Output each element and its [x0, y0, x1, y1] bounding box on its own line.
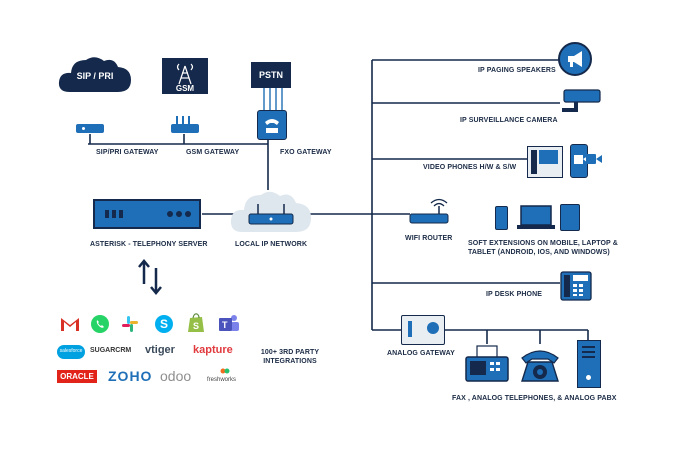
paging-speakers-label: IP PAGING SPEAKERS [478, 67, 556, 74]
salesforce-logo: salesforce [57, 345, 85, 359]
pstn-label: PSTN [258, 70, 283, 80]
sugarcrm-logo: SUGARCRM [90, 347, 132, 354]
laptop-icon [516, 204, 556, 232]
skype-icon: S [155, 315, 173, 333]
sip-pri-gateway-device [76, 124, 104, 133]
asterisk-server-label: ASTERISK - TELEPHONY SERVER [90, 241, 208, 248]
cloud-icon [58, 57, 131, 92]
gsm-provider: GSM [162, 58, 208, 94]
network-router-icon [248, 204, 294, 225]
sip-pri-label: SIP / PRI [76, 71, 114, 81]
soft-extensions-label: SOFT EXTENSIONS ON MOBILE, LAPTOP & TABL… [468, 239, 618, 257]
fxo-gateway-device [257, 110, 287, 140]
freshworks-icon [220, 368, 230, 374]
gsm-gateway-device [171, 116, 199, 133]
kapture-logo: kapture [193, 344, 233, 356]
oracle-logo: ORACLE [57, 370, 97, 383]
video-phone-icon [527, 146, 563, 178]
cell-tower-icon [176, 63, 194, 85]
oracle-text: ORACLE [60, 372, 94, 381]
integrations-line2: INTEGRATIONS [263, 358, 317, 365]
gsm-label: GSM [175, 84, 195, 93]
sip-pri-gateway-label: SIP/PRI GATEWAY [96, 149, 159, 156]
camera-icon-small [585, 152, 603, 166]
tablet-icon [560, 204, 580, 231]
svg-text:S: S [193, 321, 199, 331]
surveillance-camera-icon [558, 88, 604, 116]
soft-extensions-line1: SOFT EXTENSIONS ON MOBILE, LAPTOP & [468, 240, 618, 247]
mobile-icon [495, 206, 508, 230]
salesforce-text: salesforce [59, 348, 83, 354]
svg-text:T: T [222, 320, 228, 330]
freshworks-logo: freshworks [207, 367, 243, 387]
integrations-line1: 100+ 3RD PARTY [260, 349, 320, 356]
teams-icon: T [218, 313, 240, 333]
gsm-gateway-label: GSM GATEWAY [186, 149, 240, 156]
surveillance-camera-label: IP SURVEILLANCE CAMERA [460, 117, 558, 124]
wifi-router-icon [408, 196, 450, 226]
analog-devices-label: FAX , ANALOG TELEPHONES, & ANALOG PABX [452, 395, 617, 402]
integrations-label: 100+ 3RD PARTY INTEGRATIONS [254, 348, 326, 366]
fax-icon [464, 344, 510, 384]
whatsapp-icon [91, 315, 109, 333]
sip-pri-cloud: SIP / PRI [56, 52, 134, 96]
megaphone-icon [558, 42, 592, 76]
ip-desk-phone-label: IP DESK PHONE [486, 291, 543, 298]
video-phones-label: VIDEO PHONES H/W & S/W [423, 164, 517, 171]
soft-extensions-line2: TABLET (ANDROID, IOS, AND WINDOWS) [468, 249, 610, 256]
shopify-icon: S [187, 313, 205, 333]
analog-gateway-device [401, 315, 445, 345]
fxo-gateway-label: FXO GATEWAY [280, 149, 332, 156]
pstn-provider: PSTN [251, 62, 291, 88]
analog-telephone-icon [518, 346, 562, 384]
asterisk-server [93, 199, 201, 229]
local-ip-network-label: LOCAL IP NETWORK [235, 241, 308, 248]
odoo-logo: odoo [160, 368, 192, 384]
zoho-logo: ZOHO [108, 368, 153, 384]
local-ip-network-cloud [228, 186, 314, 236]
gmail-icon [60, 316, 80, 332]
analog-gateway-label: ANALOG GATEWAY [387, 350, 455, 357]
freshworks-text: freshworks [207, 377, 237, 383]
phone-handset-icon [265, 119, 279, 133]
slack-icon [121, 315, 139, 333]
vtiger-logo: vtiger [145, 344, 175, 356]
wifi-router-label: WIFI ROUTER [405, 235, 453, 242]
bidirectional-arrows-icon [138, 259, 162, 295]
analog-pabx-icon [577, 340, 601, 388]
desk-phone-icon [560, 270, 592, 302]
